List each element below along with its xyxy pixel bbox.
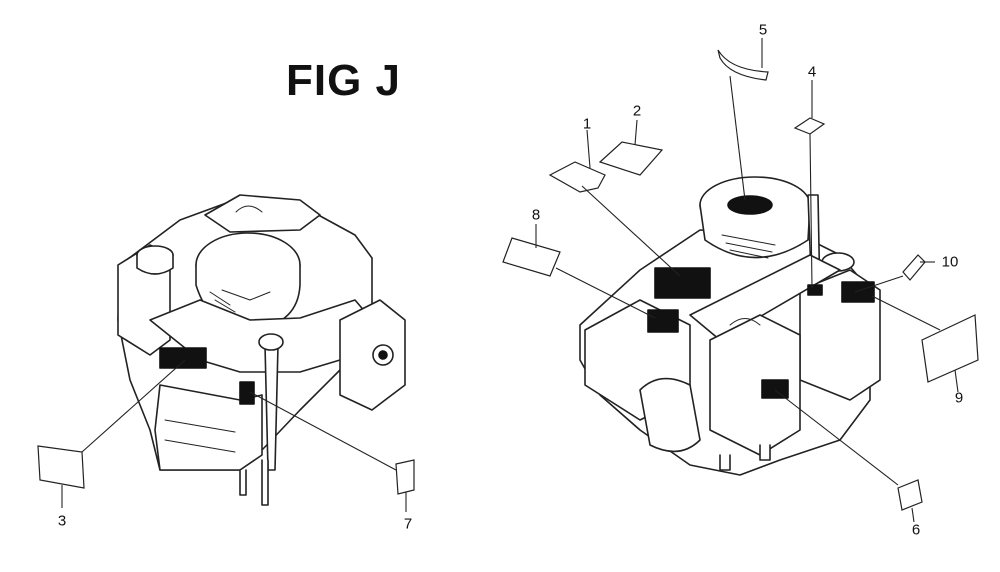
left-engine-decal-front [159,347,207,369]
label-part-5 [717,49,769,81]
label-part-1 [548,161,606,193]
right-engine-decal-lower [761,379,789,399]
label-part-7 [395,459,415,495]
left-engine-dipstick [264,344,279,471]
figure-title: FIG J [286,56,402,105]
callout-2: 2 [632,102,642,120]
callout-9: 9 [954,389,964,407]
left-engine-decal-side [239,381,255,405]
label-part-8 [502,237,561,277]
label-part-2 [598,141,664,176]
callout-3: 3 [57,512,67,530]
callout-6: 6 [911,521,921,539]
right-engine [579,176,881,476]
callout-1: 1 [582,115,592,133]
callout-8: 8 [531,206,541,224]
right-engine-decal-left [647,309,679,333]
callout-10: 10 [941,253,959,271]
label-part-6 [897,479,923,511]
label-part-9 [921,314,979,383]
right-engine-decal-top [654,267,711,299]
callout-5: 5 [758,21,768,39]
label-part-3 [37,445,85,489]
callout-4: 4 [807,63,817,81]
callout-7: 7 [403,515,413,533]
label-part-4 [793,117,826,135]
right-engine-decal-right [841,281,875,303]
label-part-10 [902,254,926,281]
left-engine [117,194,406,506]
right-engine-decal-small [807,284,823,296]
